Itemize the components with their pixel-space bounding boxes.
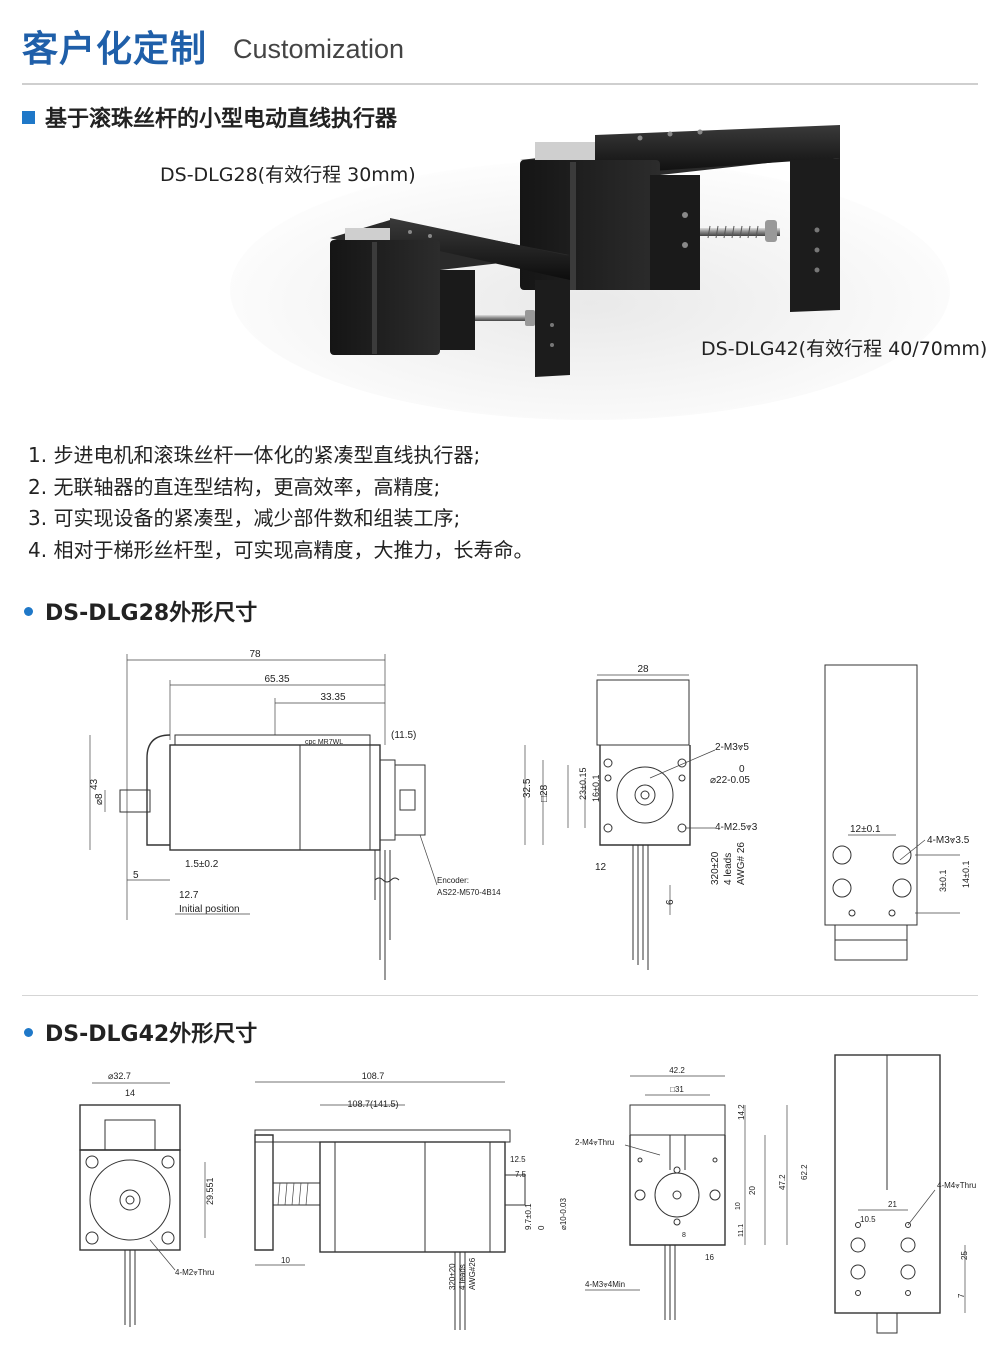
dim-12-5: 12.5 (510, 1155, 526, 1164)
dim-10-end: 10 (735, 1202, 742, 1210)
dim-4-m4: 4-M4⩔Thru (937, 1181, 976, 1190)
dim-12-end: 12±0.1 (850, 824, 881, 835)
dim-7: 7 (957, 1293, 966, 1298)
dim-2-m4: 2-M4⩔Thru (575, 1138, 614, 1147)
dim-42-2: 42.2 (669, 1066, 685, 1075)
dim-3: 3±0.1 (938, 870, 948, 892)
dim-8: ⌀8 (94, 793, 105, 805)
dlg42-top-drawing: 4-M4⩔Thru 21 10.5 25 7 (834, 1054, 976, 1334)
dim-65-35: 65.35 (264, 674, 289, 685)
leads-length: 320±20 (710, 851, 721, 885)
dim-12-7: 12.7 (179, 890, 199, 901)
product-label-dlg42: DS-DLG42(有效行程 40/70mm) (701, 338, 988, 360)
dlg42-end-drawing: 42.2 □31 2-M4⩔Thru 14.2 20 47.2 62.2 10 … (575, 1066, 809, 1320)
page-subtitle: Customization (233, 34, 405, 64)
dlg42-side-drawing: 108.7 108.7(141.5) 12.5 7.5 9.7±0.1 0 ⌀1… (254, 1071, 568, 1330)
leads-length-42: 320±20 (448, 1263, 457, 1290)
dlg42-front-drawing: ⌀32.7 14 29.551 4-M2⩔Thru (79, 1071, 215, 1327)
dim-108-7-141-5: 108.7(141.5) (347, 1099, 398, 1109)
dim-14-42: 14 (125, 1088, 135, 1098)
dim-8-end: 8 (682, 1232, 686, 1239)
leads-awg: AWG# 26 (736, 842, 747, 885)
dim-25: 25 (960, 1251, 969, 1260)
dim-7-5: 7.5 (515, 1170, 527, 1179)
feature-item: 2. 无联轴器的直连型结构，更高效率，高精度; (28, 474, 441, 499)
feature-item: 4. 相对于梯形丝杆型，可实现高精度，大推力，长寿命。 (28, 537, 534, 562)
dim-1-5: 1.5±0.2 (185, 859, 219, 870)
section-heading: 基于滚珠丝杆的小型电动直线执行器 (22, 101, 397, 133)
dim-2-m3: 2-M3⩔5 (715, 742, 749, 753)
dim-12: 12 (595, 862, 607, 873)
dim-10-42: 10 (281, 1256, 290, 1265)
dim-phi10-a: 0 (537, 1225, 546, 1230)
dlg28-end-drawing: 12±0.1 4-M3⩔3.5 3±0.1 14±0.1 (824, 664, 971, 961)
feature-list: 1. 步进电机和滚珠丝杆一体化的紧凑型直线执行器; 2. 无联轴器的直连型结构，… (28, 440, 533, 566)
leads-count-42: 4 leads (458, 1264, 467, 1290)
dim-21: 21 (888, 1200, 897, 1209)
dim-10-5: 10.5 (860, 1215, 876, 1224)
dim-108-7: 108.7 (362, 1071, 385, 1081)
dim-5: 5 (133, 870, 139, 881)
dim-phi32-7: ⌀32.7 (108, 1071, 131, 1081)
dim-16: 16±0.1 (591, 775, 601, 802)
dim-4-m2-5: 4-M2.5⩔3 (715, 822, 758, 833)
dim-20: 20 (748, 1186, 757, 1195)
dim-4-m3: 4-M3⩔3.5 (927, 835, 970, 846)
dim-11-1: 11.1 (738, 1224, 745, 1237)
dlg28-heading: DS-DLG28外形尺寸 (24, 595, 257, 627)
dlg42-heading-text: DS-DLG42外形尺寸 (45, 1022, 258, 1047)
dim-6: 6 (665, 899, 676, 905)
section-heading-text: 基于滚珠丝杆的小型电动直线执行器 (45, 107, 398, 132)
dim-23: 23±0.15 (578, 768, 588, 800)
dim-14: 14±0.1 (961, 861, 971, 888)
product-label-dlg28: DS-DLG28(有效行程 30mm) (160, 164, 416, 186)
dlg42-heading: DS-DLG42外形尺寸 (24, 1016, 257, 1048)
dim-11-5: (11.5) (391, 730, 416, 741)
brand-text: cpc MR7WL (305, 739, 343, 746)
dim-43: 43 (89, 778, 100, 790)
initial-position-label: Initial position (179, 904, 240, 915)
dim-14-2: 14.2 (737, 1104, 746, 1120)
encoder-label: Encoder: (437, 876, 469, 885)
dlg28-photo (330, 218, 570, 377)
dim-47-2: 47.2 (778, 1174, 787, 1190)
dlg28-side-drawing: 78 65.35 33.35 (11.5) cpc MR7WL ⌀8 43 1.… (89, 649, 501, 980)
feature-item: 1. 步进电机和滚珠丝杆一体化的紧凑型直线执行器; (28, 443, 481, 467)
dim-9-7: 9.7±0.1 (524, 1203, 533, 1230)
dlg28-heading-text: DS-DLG28外形尺寸 (45, 601, 258, 626)
dim-78: 78 (249, 649, 261, 660)
leads-count: 4 leads (723, 853, 734, 885)
section-divider (22, 995, 978, 996)
dim-phi22-b: ⌀22-0.05 (710, 775, 750, 786)
dim-phi10-b: ⌀10-0.03 (559, 1198, 568, 1231)
product-photo (230, 125, 950, 420)
dim-4-m2: 4-M2⩔Thru (175, 1268, 214, 1277)
dim-sq28: □28 (539, 784, 550, 802)
dim-4-m3: 4-M3⩔4Min (585, 1280, 625, 1289)
dim-phi22-a: 0 (739, 764, 745, 775)
dlg28-front-drawing: 28 32.5 □28 23±0.15 16±0.1 2-M3⩔5 0 ⌀22-… (522, 664, 758, 970)
square-bullet-icon (22, 111, 35, 124)
encoder-model: AS22-M570-4B14 (437, 888, 501, 897)
dim-32-5: 32.5 (522, 778, 533, 798)
feature-item: 3. 可实现设备的紧凑型，减少部件数和组装工序; (28, 506, 461, 530)
leads-awg-42: AWG#26 (468, 1257, 477, 1290)
dim-29-551: 29.551 (205, 1177, 215, 1205)
dim-62-2: 62.2 (800, 1164, 809, 1180)
bullet-dot-icon (24, 607, 33, 616)
dim-sq31: □31 (670, 1085, 684, 1094)
dim-16-end: 16 (705, 1253, 714, 1262)
bullet-dot-icon (24, 1028, 33, 1037)
header-divider (22, 83, 978, 85)
dim-33-35: 33.35 (320, 692, 345, 703)
page-title: 客户化定制 (22, 29, 208, 70)
dim-28: 28 (637, 664, 649, 675)
